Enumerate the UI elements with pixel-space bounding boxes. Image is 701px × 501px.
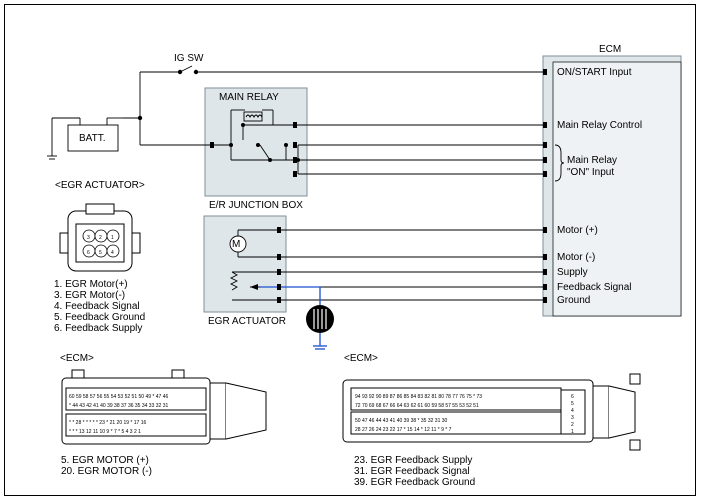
conn-pin-5: 5 bbox=[99, 250, 102, 256]
ecm-right-note-1: 23. EGR Feedback Supply bbox=[354, 455, 473, 466]
junction-box bbox=[204, 87, 308, 197]
ecm-left-row1: 60 59 58 57 56 55 54 53 52 51 50 49 * 47… bbox=[69, 394, 169, 400]
pin-main-relay-control: Main Relay Control bbox=[557, 120, 643, 131]
main-relay-label: MAIN RELAY bbox=[219, 92, 279, 103]
ecm-right-row1: 94 93 92 90 89 87 86 85 84 83 82 81 80 7… bbox=[355, 394, 483, 400]
actuator-pin-3: 3. EGR Motor(-) bbox=[54, 290, 126, 301]
ecm-left-row2: * 44 43 42 41 40 39 38 37 36 35 34 33 32… bbox=[69, 403, 169, 409]
ecm-right-note-3: 39. EGR Feedback Ground bbox=[354, 477, 476, 488]
ig-sw-label: IG SW bbox=[174, 53, 204, 64]
ecm-connector-right bbox=[342, 373, 641, 451]
pin-on-start: ON/START Input bbox=[557, 67, 632, 78]
ecm-left-note-1: 5. EGR MOTOR (+) bbox=[61, 455, 149, 466]
conn-pin-4: 4 bbox=[111, 250, 114, 256]
conn-pin-3: 3 bbox=[87, 235, 90, 241]
ecm-right-title: <ECM> bbox=[344, 353, 378, 364]
actuator-pin-4: 4. Feedback Signal bbox=[54, 301, 140, 312]
ecm-left-row3: * * 28 * * * * * 23 * 21 20 19 * 17 16 bbox=[69, 420, 147, 426]
egr-actuator-label: EGR ACTUATOR bbox=[208, 316, 286, 327]
ecm-right-row2: 72 70 69 68 67 66 64 63 62 61 60 59 58 5… bbox=[355, 403, 479, 409]
pin-on-input: "ON" Input bbox=[567, 167, 615, 178]
egr-actuator-box bbox=[203, 215, 287, 313]
ecm-right-side-4: 4 bbox=[571, 408, 574, 414]
ecm-right-side-6: 6 bbox=[571, 394, 574, 400]
ecm-right-side-1: 1 bbox=[571, 429, 574, 435]
motor-symbol: M bbox=[232, 239, 241, 250]
actuator-title: <EGR ACTUATOR> bbox=[55, 180, 145, 191]
ecm-left-row4: * * * 13 12 11 10 9 * 7 * 5 4 3 2 1 bbox=[69, 429, 141, 435]
ecm-right-side-2: 2 bbox=[571, 422, 574, 428]
ecm-right-side-5: 5 bbox=[571, 401, 574, 407]
pin-supply: Supply bbox=[557, 267, 588, 278]
actuator-pin-1: 1. EGR Motor(+) bbox=[54, 279, 128, 290]
shield-symbol bbox=[306, 305, 334, 333]
ecm-right-note-2: 31. EGR Feedback Signal bbox=[354, 466, 470, 477]
ecm-connector-left bbox=[61, 369, 267, 445]
actuator-pin-6: 6. Feedback Supply bbox=[54, 323, 143, 334]
junction-box-label: E/R JUNCTION BOX bbox=[209, 200, 303, 211]
ecm-module-inner bbox=[552, 61, 682, 317]
ecm-title: ECM bbox=[599, 44, 622, 55]
ecm-right-row4: 28 27 26 24 23 22 17 * 15 14 * 12 11 * 9… bbox=[355, 427, 452, 433]
conn-pin-1: 1 bbox=[111, 235, 114, 241]
actuator-pin-5: 5. Feedback Ground bbox=[54, 312, 146, 323]
conn-pin-6: 6 bbox=[87, 250, 90, 256]
pin-ground: Ground bbox=[557, 295, 591, 306]
ecm-left-title: <ECM> bbox=[60, 353, 94, 364]
ecm-right-row3: 50 47 46 44 43 41 40 39 38 * 35 32 31 30 bbox=[355, 418, 448, 424]
battery-label: BATT. bbox=[79, 133, 106, 144]
ecm-right-side-3: 3 bbox=[571, 415, 574, 421]
pin-motor-plus: Motor (+) bbox=[557, 225, 598, 236]
pin-motor-minus: Motor (-) bbox=[557, 252, 596, 263]
conn-pin-2: 2 bbox=[99, 235, 102, 241]
battery-symbol bbox=[67, 124, 119, 152]
pin-feedback-signal: Feedback Signal bbox=[557, 282, 632, 293]
diagram-frame bbox=[4, 4, 696, 496]
pin-main-relay: Main Relay bbox=[567, 155, 618, 166]
ecm-left-note-2: 20. EGR MOTOR (-) bbox=[61, 466, 152, 477]
